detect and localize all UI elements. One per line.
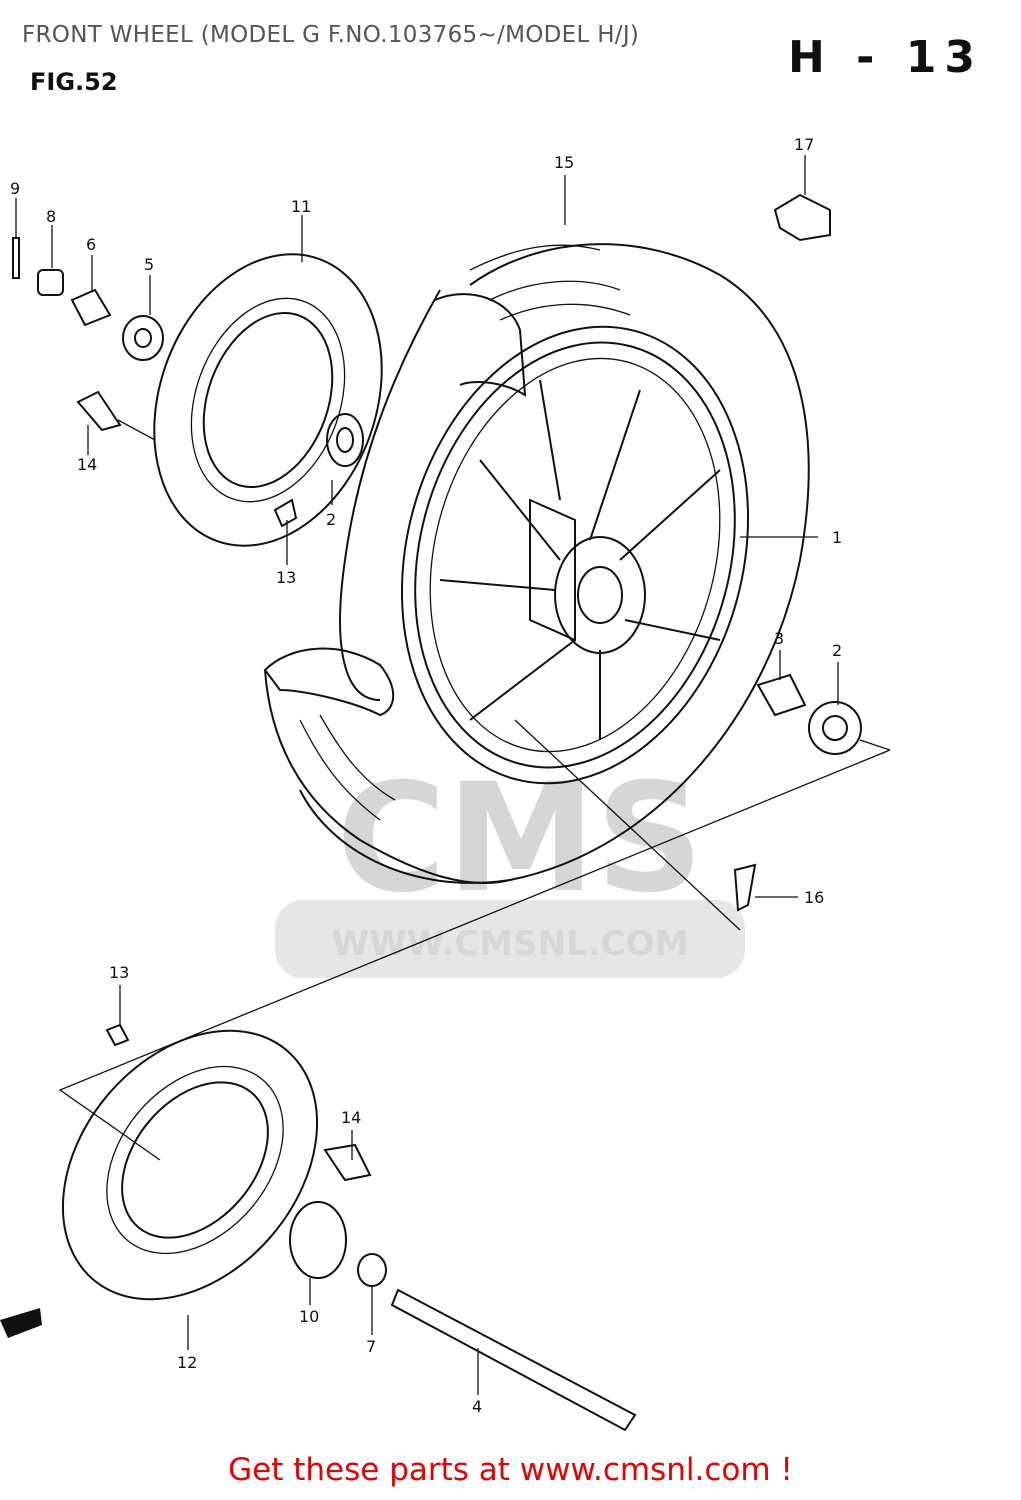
front-direction-arrow (0, 1308, 42, 1338)
part-5-collar (122, 315, 164, 361)
callout-16: 16 (804, 888, 824, 907)
part-10-speedometer-gearbox (289, 1201, 347, 1279)
part-4-axle (390, 1288, 637, 1432)
callout-15: 15 (554, 153, 574, 172)
section-code: H - 13 (788, 32, 983, 83)
callout-4: 4 (472, 1397, 482, 1416)
figure-label: FIG.52 (30, 68, 118, 96)
callout-7: 7 (366, 1337, 376, 1356)
callout-17: 17 (794, 135, 814, 154)
part-13-lockwasher-lower (105, 1023, 130, 1047)
callout-12: 12 (177, 1353, 197, 1372)
part-17-balance-weight (773, 193, 831, 242)
part-2-bearing-upper (326, 413, 364, 467)
footer-link-text[interactable]: Get these parts at www.cmsnl.com ! (228, 1452, 793, 1488)
callout-13: 13 (276, 568, 296, 587)
part-12-brake-disc-lower (61, 1029, 319, 1301)
part-8-nut (37, 269, 64, 296)
callout-14: 14 (341, 1108, 361, 1127)
watermark-logo: CMS (336, 752, 703, 926)
callout-10: 10 (299, 1307, 319, 1326)
part-2-bearing-lower (808, 701, 862, 755)
callout-2: 2 (832, 641, 842, 660)
small-parts (12, 193, 862, 1432)
part-7-washer (357, 1253, 387, 1287)
part-14-bolt-upper (76, 390, 122, 432)
callout-1: 1 (832, 528, 842, 547)
part-13-lockwasher-upper (273, 498, 298, 528)
callout-14: 14 (77, 455, 97, 474)
callout-8: 8 (46, 207, 56, 226)
callout-5: 5 (144, 255, 154, 274)
callout-13: 13 (109, 963, 129, 982)
page-title: FRONT WHEEL (MODEL G F.NO.103765~/MODEL … (22, 22, 640, 48)
callout-3: 3 (774, 629, 784, 648)
callout-11: 11 (291, 197, 311, 216)
watermark-url: WWW.CMSNL.COM (332, 924, 689, 964)
part-11-brake-disc-upper (153, 253, 383, 547)
callout-2: 2 (326, 510, 336, 529)
callout-6: 6 (86, 235, 96, 254)
assembly-guide-lines (58, 419, 891, 1161)
cmsnl-watermark: WWW.CMSNL.COM CMS (275, 752, 745, 978)
leader-lines (15, 155, 839, 1395)
part-3-spacer (756, 673, 807, 717)
callout-9: 9 (10, 179, 20, 198)
part-14-bolt-lower (323, 1143, 372, 1182)
part-1-wheel (400, 325, 750, 785)
part-16-valve (733, 863, 757, 912)
callout-labels: 1 2 2 3 4 5 6 7 8 9 10 11 12 13 13 14 14… (10, 135, 842, 1416)
part-15-tire (263, 243, 810, 884)
part-6-spacer (70, 288, 112, 327)
part-9-bolt (12, 237, 20, 279)
